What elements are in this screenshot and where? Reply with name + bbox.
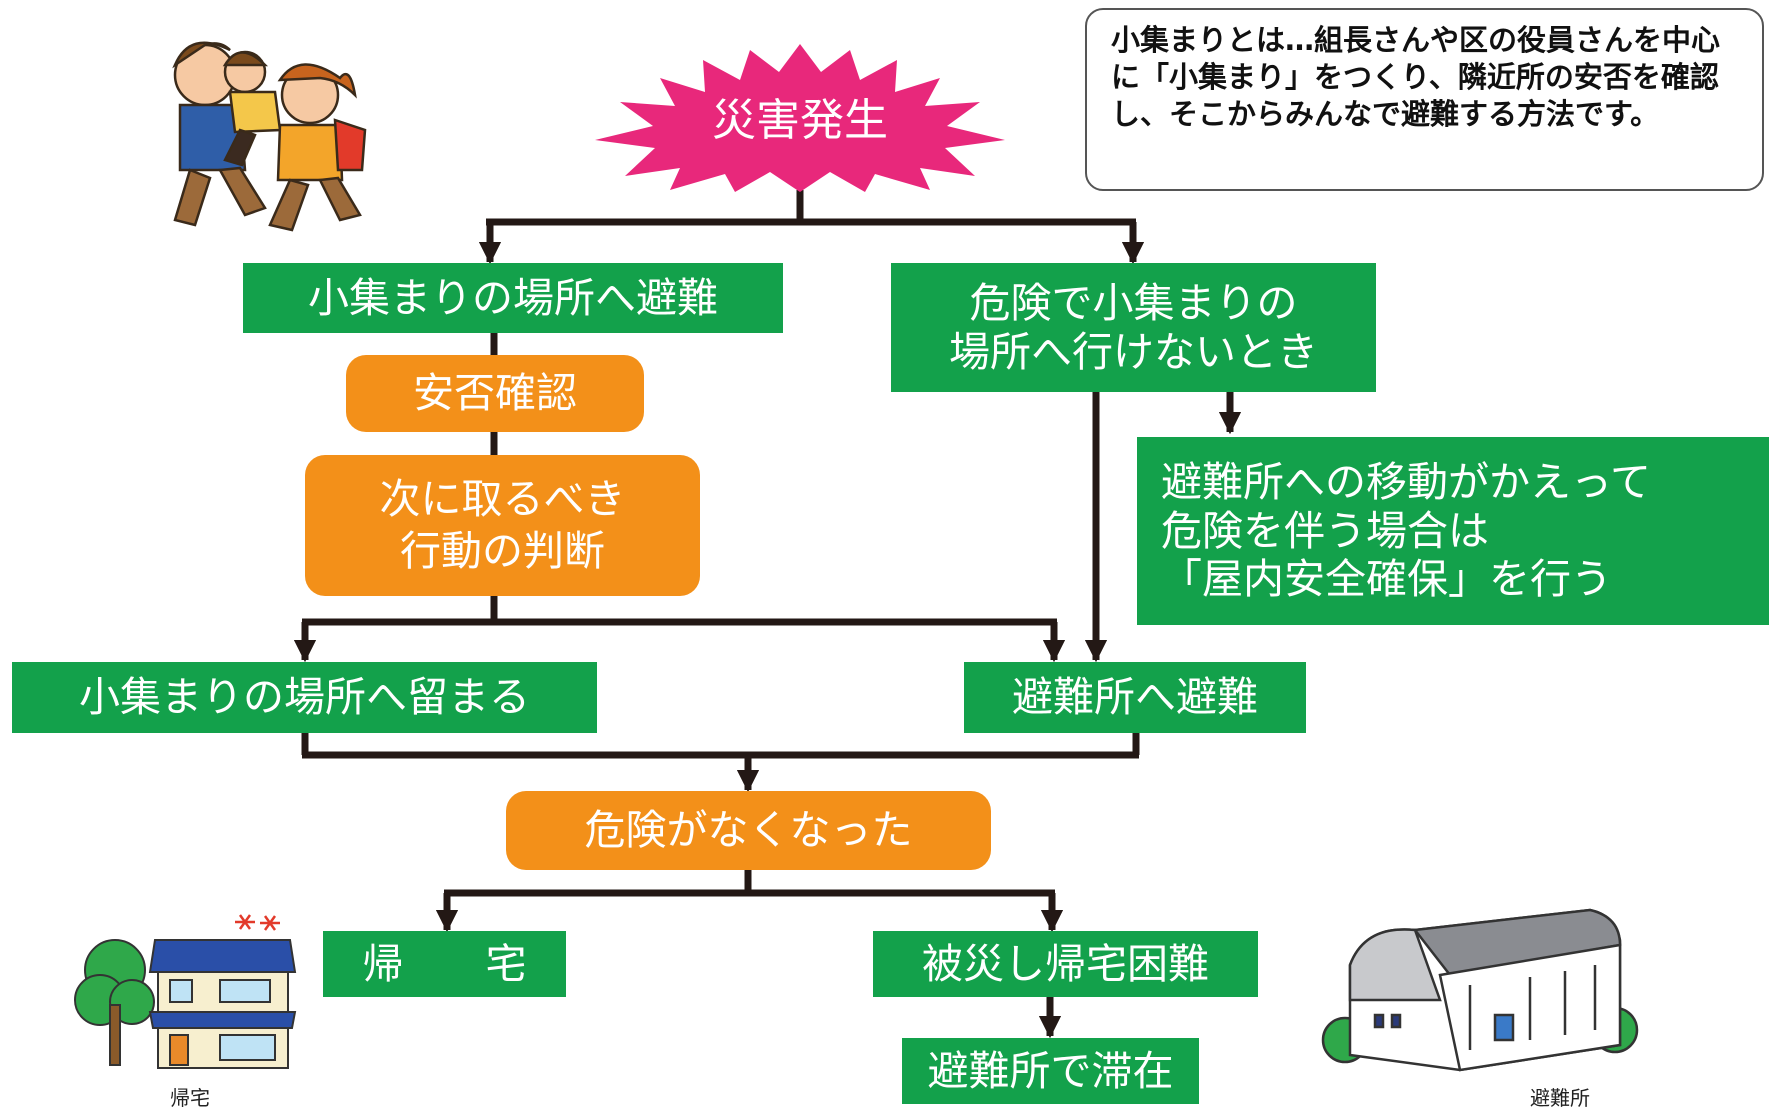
evacuate-to-shelter: 避難所へ避難: [964, 662, 1306, 733]
family-running-icon: [172, 41, 367, 232]
indoor-safety-securing: 避難所への移動がかえって 危険を伴う場合は 「屋内安全確保」を行う: [1137, 437, 1769, 625]
home-caption: 帰宅: [170, 1086, 210, 1110]
safety-check: 安否確認: [346, 355, 644, 432]
house-icon: [74, 914, 297, 1069]
evacuate-to-group-place: 小集まりの場所へ避難: [243, 263, 783, 333]
stay-at-group-place: 小集まりの場所へ留まる: [12, 662, 597, 733]
shelter-caption: 避難所: [1530, 1086, 1590, 1110]
return-home: 帰 宅: [323, 931, 566, 997]
small-group-explanation-note: 小集まりとは…組長さんや区の役員さんを中心に「小集まり」をつくり、隣近所の安否を…: [1085, 8, 1764, 191]
difficult-to-return-home: 被災し帰宅困難: [873, 931, 1258, 997]
danger-gone: 危険がなくなった: [506, 791, 991, 870]
cannot-reach-group-place: 危険で小集まりの 場所へ行けないとき: [891, 263, 1376, 392]
burst-shape: [595, 44, 1005, 192]
house-illustration: [70, 910, 300, 1075]
shelter-icon: [1321, 908, 1639, 1072]
shelter-building-illustration: [1320, 905, 1640, 1075]
stay-at-shelter: 避難所で滞在: [902, 1038, 1199, 1104]
decide-next-action: 次に取るべき 行動の判断: [305, 455, 700, 596]
disaster-occurs-node: 災害発生: [575, 40, 1025, 192]
family-running-illustration: [150, 20, 380, 235]
disaster-occurs-label: 災害発生: [712, 95, 888, 146]
